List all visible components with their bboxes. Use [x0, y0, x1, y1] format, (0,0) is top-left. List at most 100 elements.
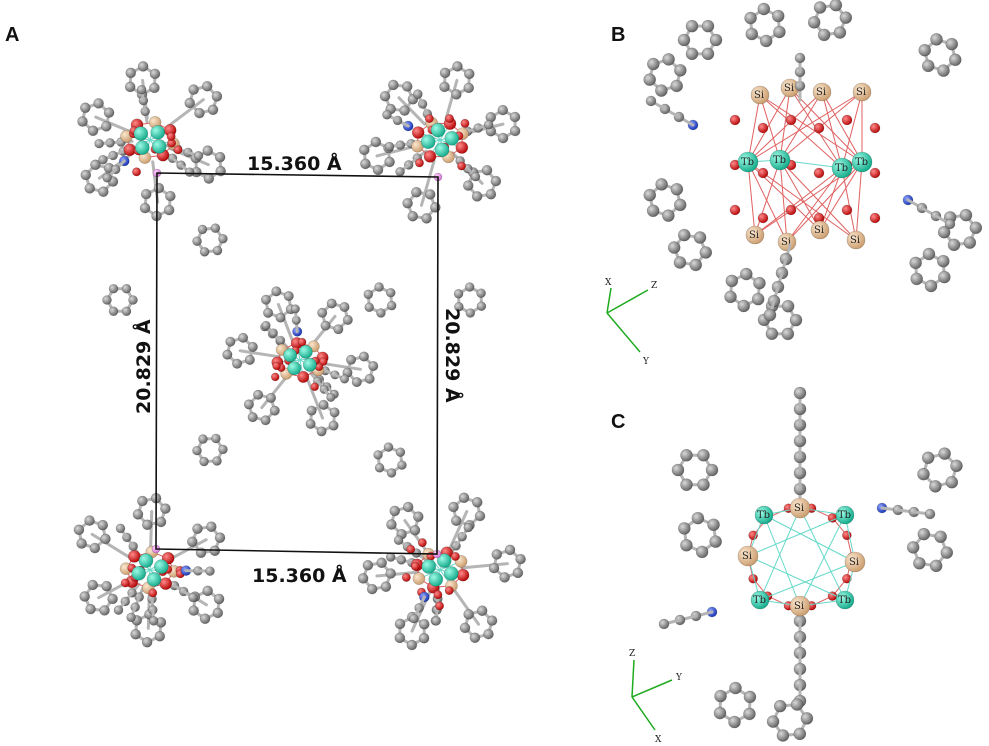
bond	[447, 510, 469, 552]
bond	[789, 87, 863, 163]
oxygen-atom	[406, 544, 416, 554]
oxygen-atom	[132, 167, 142, 177]
carbon-atom	[384, 141, 395, 152]
carbon-atom	[232, 358, 243, 369]
carbon-atom	[203, 173, 215, 184]
carbon-atom	[113, 605, 124, 615]
carbon-atom	[115, 523, 126, 534]
oxygen-atom	[272, 361, 281, 371]
oxygen-atom	[310, 382, 319, 392]
carbon-atom	[225, 336, 236, 347]
carbon-atom	[376, 557, 387, 569]
carbon-atom	[100, 121, 112, 132]
carbon-atom	[265, 392, 277, 403]
carbon-atom	[339, 301, 350, 313]
carbon-atom	[192, 445, 202, 456]
bond	[747, 87, 791, 163]
carbon-atom	[509, 125, 521, 137]
carbon-atom	[202, 145, 214, 156]
carbon-atom	[155, 516, 167, 528]
oxygen-atom	[128, 550, 141, 563]
carbon-atom	[930, 33, 943, 46]
carbon-atom	[184, 97, 196, 109]
bond	[855, 161, 863, 241]
carbon-atom	[476, 288, 486, 299]
bond	[779, 87, 791, 161]
carbon-atom	[360, 158, 371, 170]
oxygen-atom	[297, 337, 307, 347]
carbon-atom	[399, 105, 410, 116]
carbon-atom	[260, 294, 272, 305]
bond	[444, 78, 459, 121]
carbon-atom	[459, 622, 471, 634]
carbon-atom	[744, 11, 757, 25]
silicon-atom	[852, 82, 872, 102]
bond	[759, 94, 843, 169]
oxygen-atom	[444, 114, 454, 124]
oxygen-atom	[869, 212, 881, 224]
oxygen-atom	[827, 513, 838, 523]
carbon-atom	[207, 104, 219, 116]
carbon-atom	[677, 33, 691, 47]
terbium-label: Tb	[757, 510, 770, 521]
carbon-atom	[463, 522, 474, 533]
carbon-atom	[393, 535, 404, 546]
axis-z-label-b: Z	[651, 281, 657, 291]
carbon-atom	[743, 690, 757, 704]
carbon-atom	[318, 399, 329, 410]
carbon-atom	[184, 167, 195, 177]
silicon-atom	[745, 225, 765, 245]
carbon-atom	[395, 166, 405, 177]
carbon-atom	[90, 159, 101, 171]
carbon-atom	[386, 519, 397, 530]
carbon-atom	[188, 605, 199, 616]
carbon-atom	[948, 53, 962, 67]
carbon-atom	[918, 43, 932, 57]
carbon-atom	[188, 592, 198, 603]
carbon-atom	[128, 295, 138, 305]
carbon-atom	[126, 612, 136, 623]
carbon-atom	[490, 175, 502, 187]
carbon-atom	[132, 509, 144, 520]
carbon-atom	[753, 276, 766, 290]
oxygen-atom	[757, 167, 769, 179]
terbium-atom	[428, 572, 444, 587]
carbon-atom	[218, 444, 228, 455]
carbon-atom	[685, 47, 699, 61]
carbon-atom	[509, 111, 521, 123]
carbon-atom	[921, 451, 935, 465]
carbon-atom	[342, 314, 353, 325]
carbon-atom	[386, 300, 397, 311]
carbon-atom	[481, 164, 493, 176]
silicon-atom	[810, 220, 830, 240]
carbon-atom	[454, 301, 464, 312]
carbon-atom	[238, 332, 249, 343]
oxygen-atom	[423, 150, 437, 163]
terbium-atom	[138, 553, 154, 568]
carbon-atom	[751, 292, 765, 306]
terbium-atom	[298, 344, 313, 359]
carbon-atom	[938, 270, 951, 284]
bond	[779, 159, 788, 243]
carbon-atom	[647, 57, 660, 71]
carbon-atom	[714, 689, 727, 703]
cell-a-length-top: 15.360 Å	[247, 151, 342, 175]
oxygen-atom	[414, 158, 424, 168]
bond	[759, 94, 863, 163]
silicon-label: Si	[814, 225, 824, 236]
terbium-label: Tb	[838, 595, 851, 606]
carbon-atom	[486, 615, 498, 626]
carbon-atom	[87, 125, 99, 137]
carbon-atom	[643, 73, 656, 86]
carbon-atom	[107, 593, 118, 605]
carbon-atom	[462, 180, 474, 191]
carbon-atom	[729, 681, 742, 695]
carbon-atom	[474, 510, 486, 522]
oxygen-atom	[457, 161, 467, 171]
carbon-atom	[339, 374, 350, 384]
carbon-atom	[940, 546, 954, 559]
carbon-atom	[199, 456, 209, 467]
carbon-atom	[773, 25, 786, 39]
axis-x-label-b: X	[605, 278, 612, 288]
